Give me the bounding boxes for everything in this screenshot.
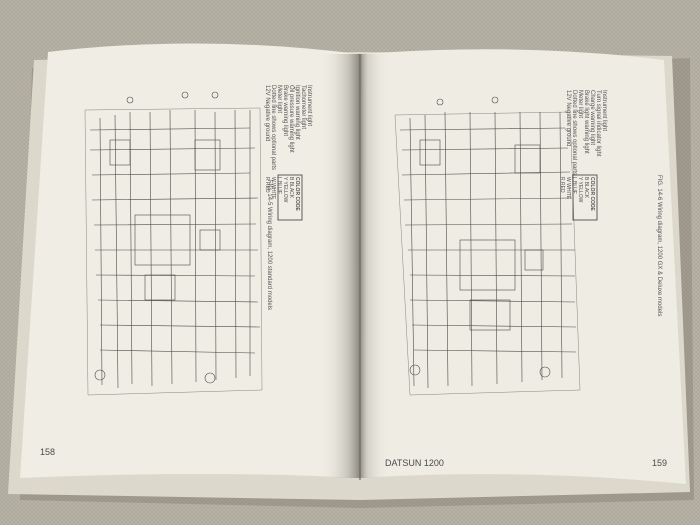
- left-color-code-item: Y YELLOW: [282, 177, 288, 203]
- right-color-code-box: [572, 174, 598, 221]
- gutter-shade-right: [360, 54, 390, 478]
- left-color-code-item: L BLUE: [276, 177, 282, 195]
- book-title: DATSUN 1200: [385, 458, 444, 468]
- left-wiring-diagram: [84, 91, 263, 396]
- right-legend-item: Brake light warning light: [583, 90, 589, 154]
- left-legend-item: Dotted line shows optional parts: [270, 85, 276, 171]
- right-wiring-diagram: [394, 96, 581, 396]
- left-color-code-box: [277, 174, 303, 221]
- left-legend-item: Instrument light: [306, 85, 312, 127]
- left-legend: Instrument light Tachometer light Igniti…: [264, 85, 312, 170]
- right-color-code: COLOR CODE B BLACK Y YELLOW L BLUE W WHI…: [559, 177, 595, 211]
- left-legend-item: Oil pressure warning light: [288, 85, 294, 153]
- right-legend-block: [572, 174, 598, 221]
- left-legend-item: Tachometer light: [300, 85, 306, 130]
- right-color-code-title: COLOR CODE: [589, 177, 595, 211]
- right-page-number: 159: [652, 458, 668, 468]
- right-legend: Instrument light Turn signal indicator l…: [565, 90, 607, 175]
- left-page-number: 158: [40, 447, 56, 457]
- gutter-shade-left: [320, 54, 360, 478]
- left-legend-block: [277, 174, 303, 221]
- left-figure-caption: FIG. 14-5 Wiring diagram, 1200 standard …: [266, 180, 272, 311]
- right-figure-caption: FIG. 14-6 Wiring diagram, 1200 GX & Delu…: [656, 175, 662, 317]
- right-legend-item: Dotted line shows optional parts: [571, 90, 577, 176]
- right-color-code-item: W WHITE: [565, 177, 571, 200]
- left-legend-item: Ignition warning light: [294, 85, 300, 140]
- left-color-code-title: COLOR CODE: [294, 177, 300, 211]
- right-color-code-item: Y YELLOW: [577, 177, 583, 203]
- right-color-code-item: L BLUE: [571, 177, 577, 195]
- right-legend-item: Turn signal indicator light: [595, 90, 601, 157]
- right-legend-item: Instrument light: [601, 90, 607, 132]
- right-legend-item: Charge warning light: [589, 90, 595, 146]
- left-legend-item: Brake warning light: [282, 85, 288, 137]
- right-page: [360, 49, 686, 484]
